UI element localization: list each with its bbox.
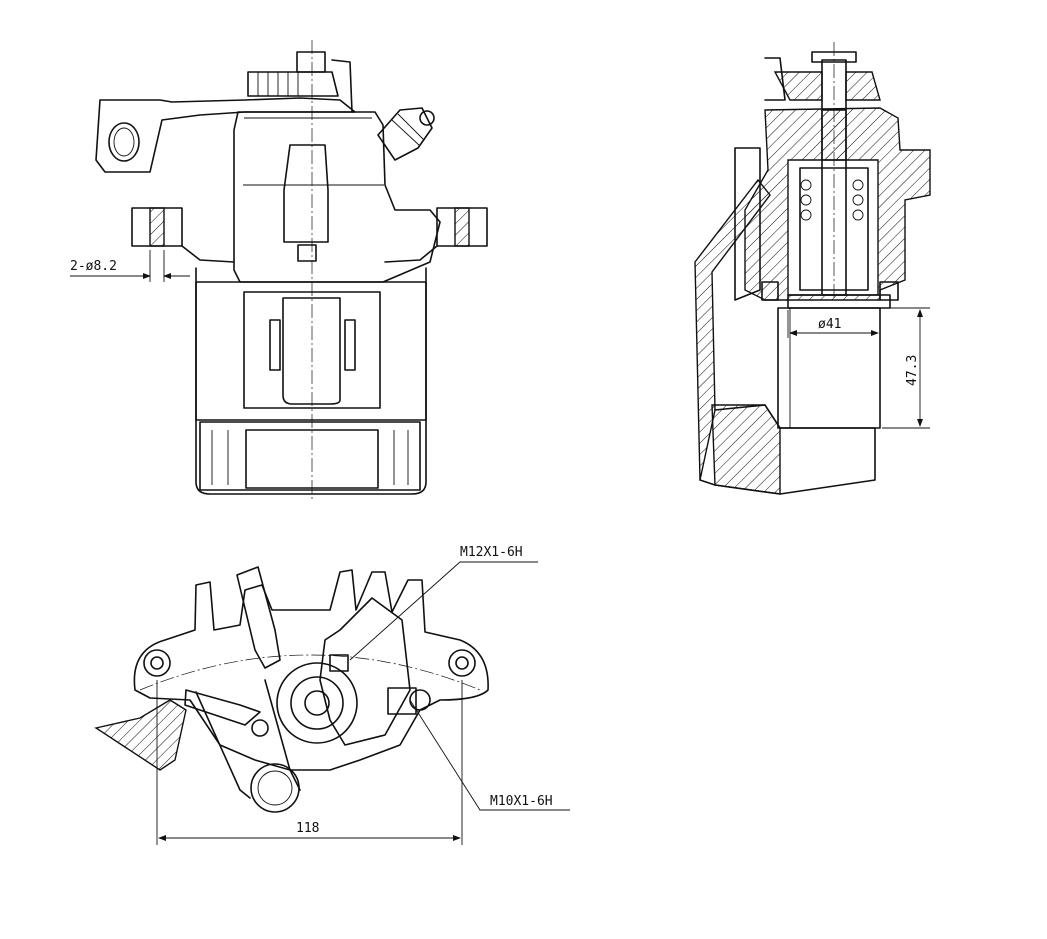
mount-spacing-label: 118 [296, 821, 319, 836]
piston-diameter-label: ø41 [818, 317, 841, 332]
hole-diameter-label: 2-ø8.2 [70, 259, 117, 274]
section-view [694, 42, 931, 495]
thread-m10-label: M10X1-6H [490, 794, 553, 809]
top-view [94, 561, 570, 845]
front-view [70, 40, 488, 502]
thread-m12-label: M12X1-6H [460, 545, 523, 560]
piston-height-label: 47.3 [905, 355, 920, 386]
